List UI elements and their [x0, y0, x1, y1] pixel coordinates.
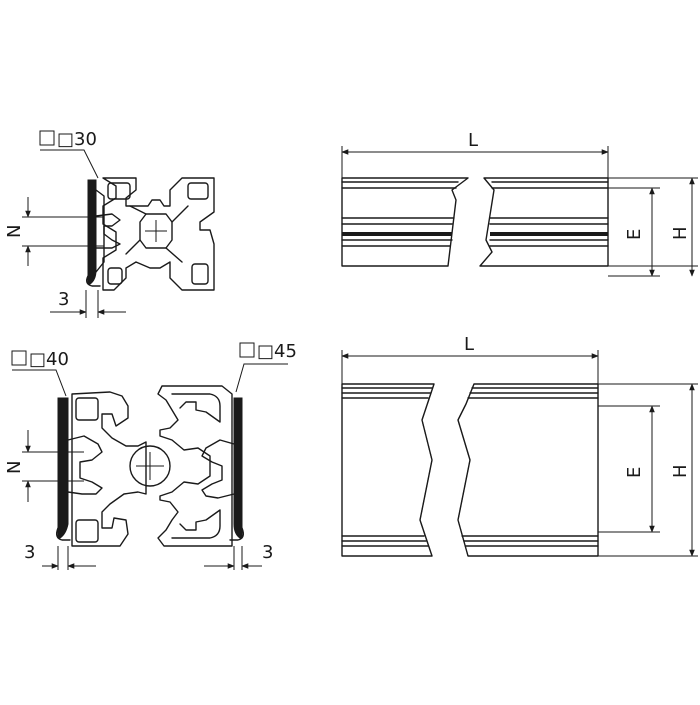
dimension-e-bottom: E: [598, 405, 660, 533]
three-bottom-right-text: 3: [262, 542, 273, 563]
dimension-l-bottom: L: [341, 334, 599, 384]
l-top-text: L: [468, 130, 478, 151]
dimension-h-bottom: H: [598, 383, 698, 557]
size-40-text: □40: [29, 349, 69, 370]
dimension-3-bottom-left: 3: [24, 542, 96, 570]
profile-30-side-view: [341, 177, 609, 267]
n-top-text: N: [4, 225, 25, 238]
e-bottom-text: E: [624, 467, 645, 478]
three-top-text: 3: [58, 289, 69, 310]
profile-30-cross-section: [85, 177, 215, 291]
n-bottom-text: N: [4, 461, 25, 474]
three-bottom-left-text: 3: [24, 542, 35, 563]
dimension-h-top: H: [608, 177, 698, 277]
size-45-text: □45: [257, 341, 297, 362]
dimension-3-bottom-right: 3: [204, 542, 273, 570]
profile-40-45-cross-section: [55, 385, 245, 547]
dimension-e-top: E: [608, 187, 660, 277]
h-top-text: H: [670, 226, 691, 240]
dimension-n-top: N: [4, 197, 104, 266]
dimension-n-bottom: N: [4, 430, 84, 502]
size-label-40: □40: [11, 349, 69, 397]
profile-40-45-side-view: [341, 383, 599, 557]
l-bottom-text: L: [464, 334, 474, 355]
size-label-30: □30: [39, 129, 99, 179]
size-30-text: □30: [57, 129, 97, 150]
size-label-45: □45: [235, 341, 297, 393]
h-bottom-text: H: [670, 464, 691, 478]
e-top-text: E: [624, 229, 645, 240]
dimension-l-top: L: [341, 130, 609, 178]
dimension-3-top: 3: [50, 289, 126, 318]
